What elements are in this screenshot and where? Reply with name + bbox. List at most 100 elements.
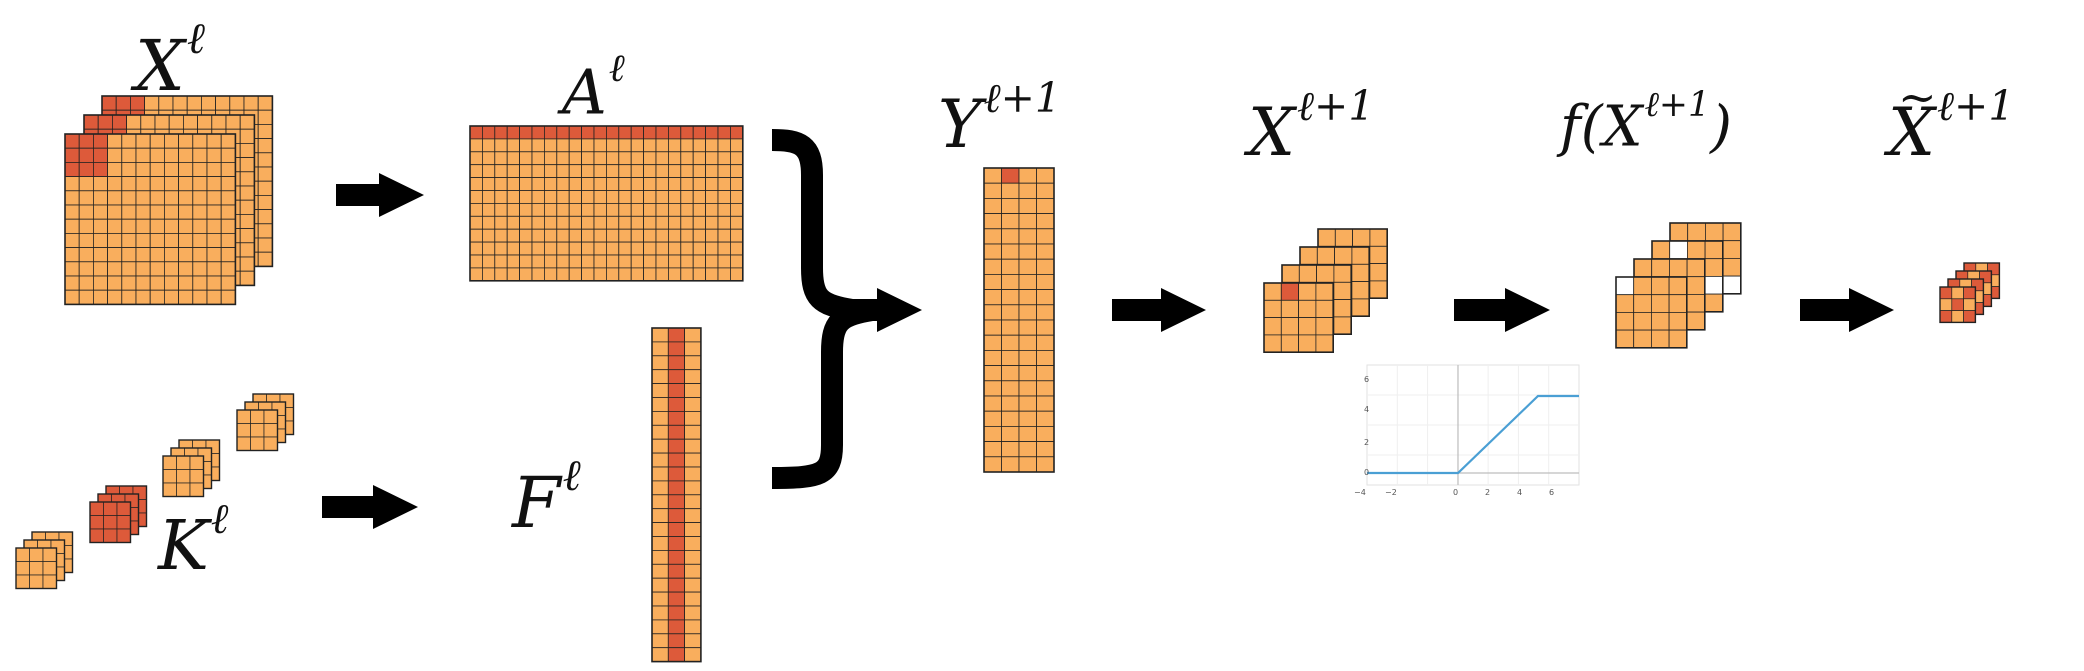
grid-cell xyxy=(1351,298,1370,317)
grid-cell xyxy=(630,151,645,166)
grid-cell xyxy=(618,215,632,230)
grid-cell xyxy=(192,204,208,220)
kernel-map xyxy=(15,547,58,590)
grid-cell xyxy=(519,267,533,282)
grid-cell xyxy=(1036,258,1055,275)
grid-cell xyxy=(983,365,1002,382)
grid-cell xyxy=(220,247,236,263)
tilde-mark: X xyxy=(1888,74,1937,166)
grid-cell xyxy=(162,455,177,470)
grid-cell xyxy=(506,267,521,282)
grid-cell xyxy=(630,177,645,191)
grid-cell xyxy=(581,241,595,256)
grid-cell xyxy=(116,501,131,516)
grid-cell xyxy=(618,177,632,191)
grid-cell xyxy=(544,138,558,153)
grid-cell xyxy=(684,522,702,537)
grid-border xyxy=(15,547,58,590)
filter-grid xyxy=(651,327,702,663)
grid-cell xyxy=(163,190,179,206)
grid-cell xyxy=(581,202,595,217)
grid-cell xyxy=(1018,228,1037,245)
grid-cell xyxy=(239,242,255,258)
grid-cell xyxy=(178,204,194,220)
grid-cell xyxy=(643,177,657,191)
grid-cell xyxy=(206,176,222,192)
grid-cell xyxy=(651,591,669,607)
grid-cell xyxy=(568,138,583,153)
grid-cell xyxy=(519,151,533,166)
grid-cell xyxy=(192,275,208,291)
grid-cell xyxy=(556,164,570,178)
grid-cell xyxy=(1280,299,1300,318)
grid-cell xyxy=(220,261,236,277)
grid-cell xyxy=(163,133,179,149)
grid-cell xyxy=(983,197,1002,214)
grid-cell xyxy=(531,190,545,204)
grid-cell xyxy=(531,125,545,140)
grid-cell xyxy=(178,190,194,206)
grid-cell xyxy=(121,232,137,248)
grid-cell xyxy=(1316,246,1336,265)
grid-cell xyxy=(1369,228,1388,247)
grid-cell xyxy=(1651,311,1670,331)
grid-cell xyxy=(78,261,94,277)
grid-cell xyxy=(469,228,483,243)
grid-cell xyxy=(506,228,521,243)
grid-cell xyxy=(93,190,109,206)
label-k-l: Kℓ xyxy=(158,494,229,586)
grid-cell xyxy=(494,164,508,178)
grid-cell xyxy=(257,166,273,182)
pooled-feature-maps xyxy=(1939,262,2001,324)
grid-cell xyxy=(135,289,151,305)
grid-cell xyxy=(64,190,80,206)
grid-cell xyxy=(684,341,702,357)
grid-cell xyxy=(1036,319,1055,336)
grid-cell xyxy=(667,550,685,565)
grid-cell xyxy=(1334,246,1353,265)
right-arrow-icon xyxy=(322,485,418,529)
grid-cell xyxy=(64,161,80,177)
grid-cell xyxy=(481,228,496,243)
grid-cell xyxy=(1280,334,1300,353)
grid-cell xyxy=(89,528,104,543)
grid-cell xyxy=(1351,246,1370,265)
x-tick: −2 xyxy=(1385,488,1397,497)
grid-cell xyxy=(519,177,533,191)
grid-cell xyxy=(506,177,521,191)
grid-cell xyxy=(176,455,191,470)
grid-cell xyxy=(651,508,669,524)
grid-cell xyxy=(593,202,607,217)
grid-cell xyxy=(469,241,483,256)
grid-cell xyxy=(1280,282,1300,301)
grid-cell xyxy=(680,202,694,217)
grid-cell xyxy=(684,480,702,496)
grid-cell xyxy=(655,190,669,204)
grid-cell xyxy=(89,501,104,516)
grid-cell xyxy=(983,167,1002,184)
grid-cell xyxy=(983,456,1002,473)
grid-cell xyxy=(469,190,483,204)
grid-cell xyxy=(519,241,533,256)
grid-cell xyxy=(717,151,731,166)
grid-cell xyxy=(568,267,583,282)
grid-cell xyxy=(1001,319,1020,336)
grid-cell xyxy=(730,138,744,153)
grid-cell xyxy=(692,267,707,282)
grid-cell xyxy=(206,261,222,277)
grid-cell xyxy=(93,232,109,248)
grid-cell xyxy=(684,410,702,426)
grid-cell xyxy=(42,561,57,576)
kernel-map xyxy=(89,501,132,544)
grid-cell xyxy=(178,261,194,277)
grid-cell xyxy=(618,125,632,140)
grid-cell xyxy=(983,213,1002,230)
grid-cell xyxy=(64,147,80,163)
grid-cell xyxy=(667,605,685,621)
grid-cell xyxy=(64,133,80,149)
grid-cell xyxy=(651,619,669,635)
grid-cell xyxy=(215,95,231,111)
grid-cell xyxy=(651,410,669,426)
grid-cell xyxy=(29,574,44,589)
grid-cell xyxy=(643,241,657,256)
